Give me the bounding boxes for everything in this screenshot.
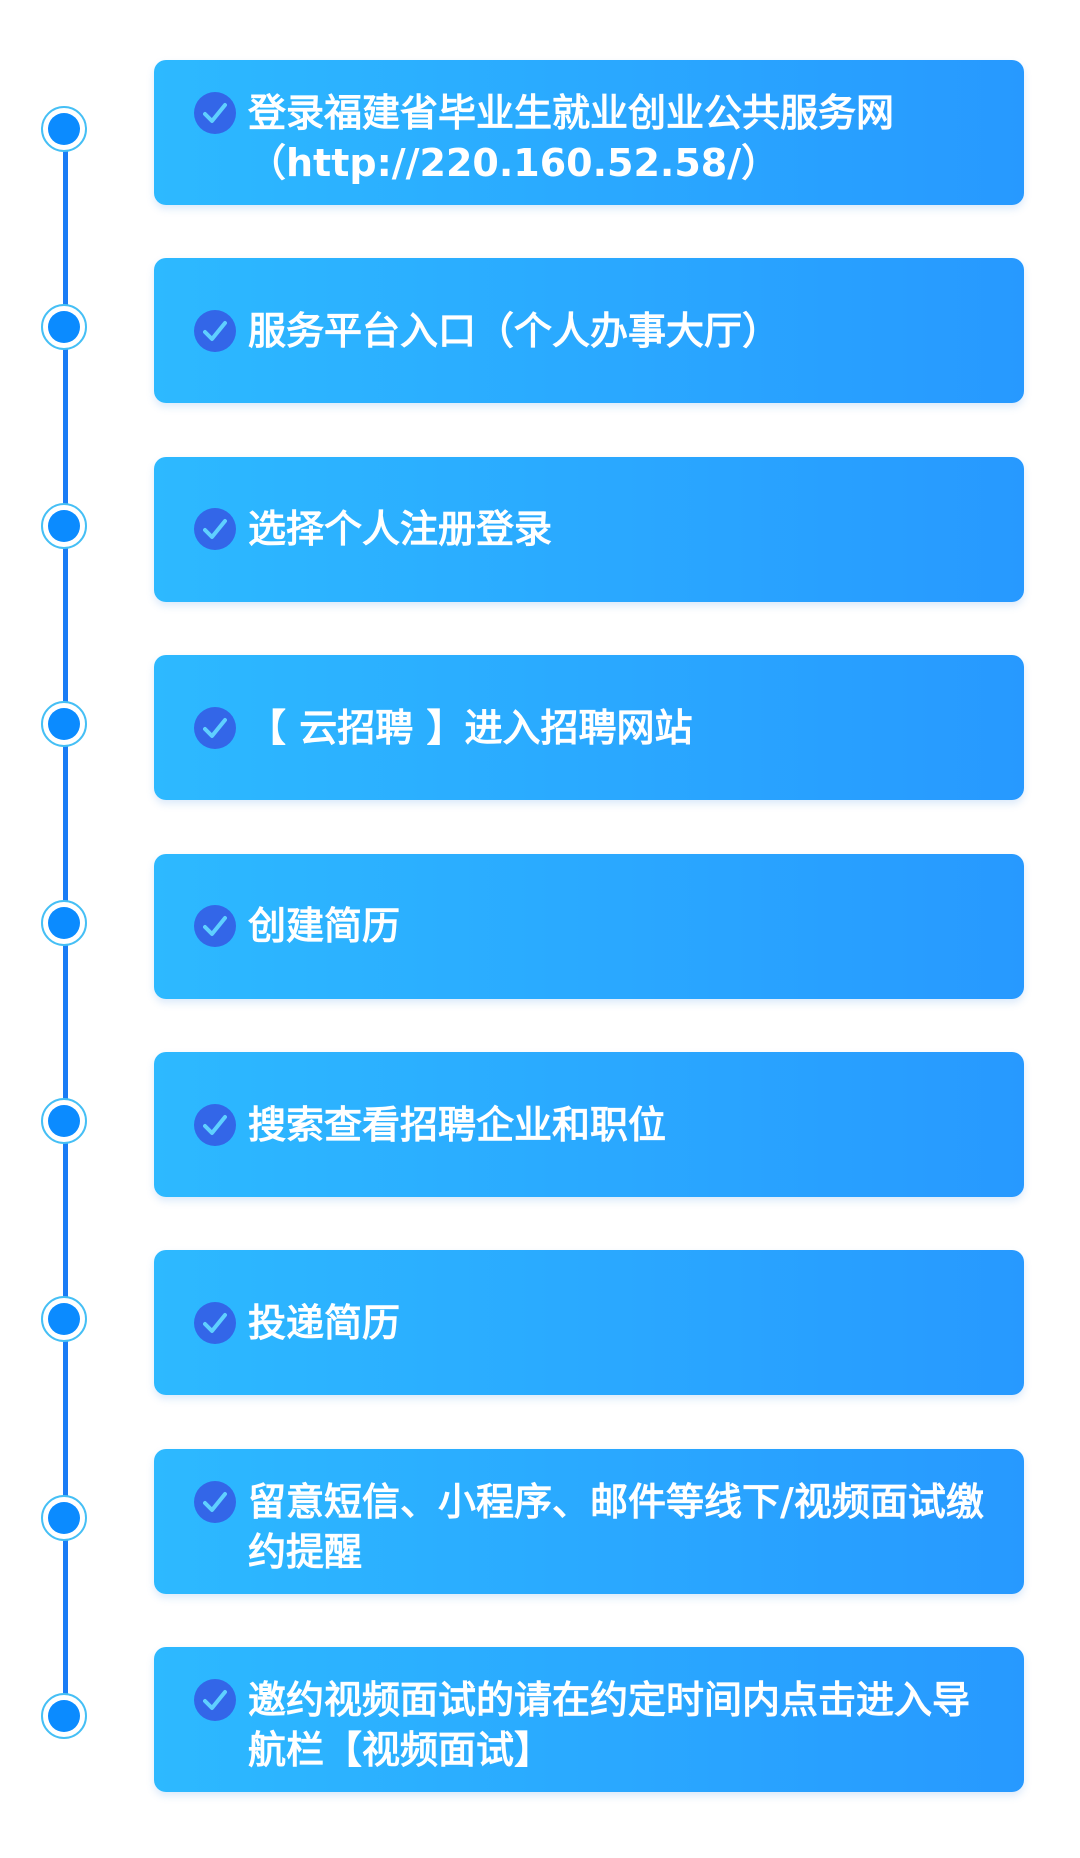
step-item: 留意短信、小程序、邮件等线下/视频面试缴约提醒 (0, 1448, 1080, 1594)
step-card[interactable]: 选择个人注册登录 (154, 456, 1024, 602)
check-circle-icon (194, 905, 236, 948)
step-card[interactable]: 登录福建省毕业生就业创业公共服务网（http://220.160.52.58/） (154, 60, 1024, 205)
step-card[interactable]: 邀约视频面试的请在约定时间内点击进入导航栏【视频面试】 (154, 1647, 1024, 1793)
step-item: 创建简历 (0, 853, 1080, 999)
timeline-dot (41, 304, 87, 351)
step-card[interactable]: 留意短信、小程序、邮件等线下/视频面试缴约提醒 (154, 1448, 1024, 1594)
check-circle-icon (194, 1480, 236, 1523)
check-circle-icon (194, 92, 236, 134)
step-label: 投递简历 (248, 1300, 401, 1345)
step-label: 选择个人注册登录 (248, 507, 553, 552)
step-label: 搜索查看招聘企业和职位 (248, 1102, 667, 1147)
step-item: 【 云招聘 】进入招聘网站 (0, 655, 1080, 801)
check-circle-icon (194, 508, 236, 551)
check-circle-icon (194, 706, 236, 749)
timeline-dot (41, 1494, 87, 1541)
check-circle-icon (194, 1103, 236, 1146)
step-label: 留意短信、小程序、邮件等线下/视频面试缴约提醒 (248, 1479, 984, 1574)
timeline-dot (41, 701, 87, 748)
step-card[interactable]: 搜索查看招聘企业和职位 (154, 1052, 1024, 1197)
step-label: 服务平台入口（个人办事大厅） (248, 308, 781, 353)
check-circle-icon (194, 1679, 236, 1722)
step-label: 登录福建省毕业生就业创业公共服务网（http://220.160.52.58/） (248, 91, 895, 185)
step-item: 搜索查看招聘企业和职位 (0, 1052, 1080, 1197)
step-item: 登录福建省毕业生就业创业公共服务网（http://220.160.52.58/） (0, 60, 1080, 205)
step-item: 投递简历 (0, 1250, 1080, 1396)
step-item: 服务平台入口（个人办事大厅） (0, 258, 1080, 404)
step-label: 【 云招聘 】进入招聘网站 (248, 705, 693, 750)
step-card[interactable]: 服务平台入口（个人办事大厅） (154, 258, 1024, 404)
timeline-dot (41, 502, 87, 549)
step-card[interactable]: 【 云招聘 】进入招聘网站 (154, 655, 1024, 801)
step-card[interactable]: 投递简历 (154, 1250, 1024, 1396)
timeline-dot (41, 1098, 87, 1144)
check-circle-icon (194, 1301, 236, 1344)
step-item: 选择个人注册登录 (0, 456, 1080, 602)
check-circle-icon (194, 309, 236, 352)
timeline-dot (41, 1296, 87, 1343)
step-item: 邀约视频面试的请在约定时间内点击进入导航栏【视频面试】 (0, 1647, 1080, 1793)
step-label: 邀约视频面试的请在约定时间内点击进入导航栏【视频面试】 (248, 1678, 971, 1773)
timeline-dot (41, 106, 87, 152)
timeline-dot (41, 899, 87, 946)
step-label: 创建简历 (248, 904, 401, 949)
timeline-dot (41, 1693, 87, 1740)
step-card[interactable]: 创建简历 (154, 853, 1024, 999)
